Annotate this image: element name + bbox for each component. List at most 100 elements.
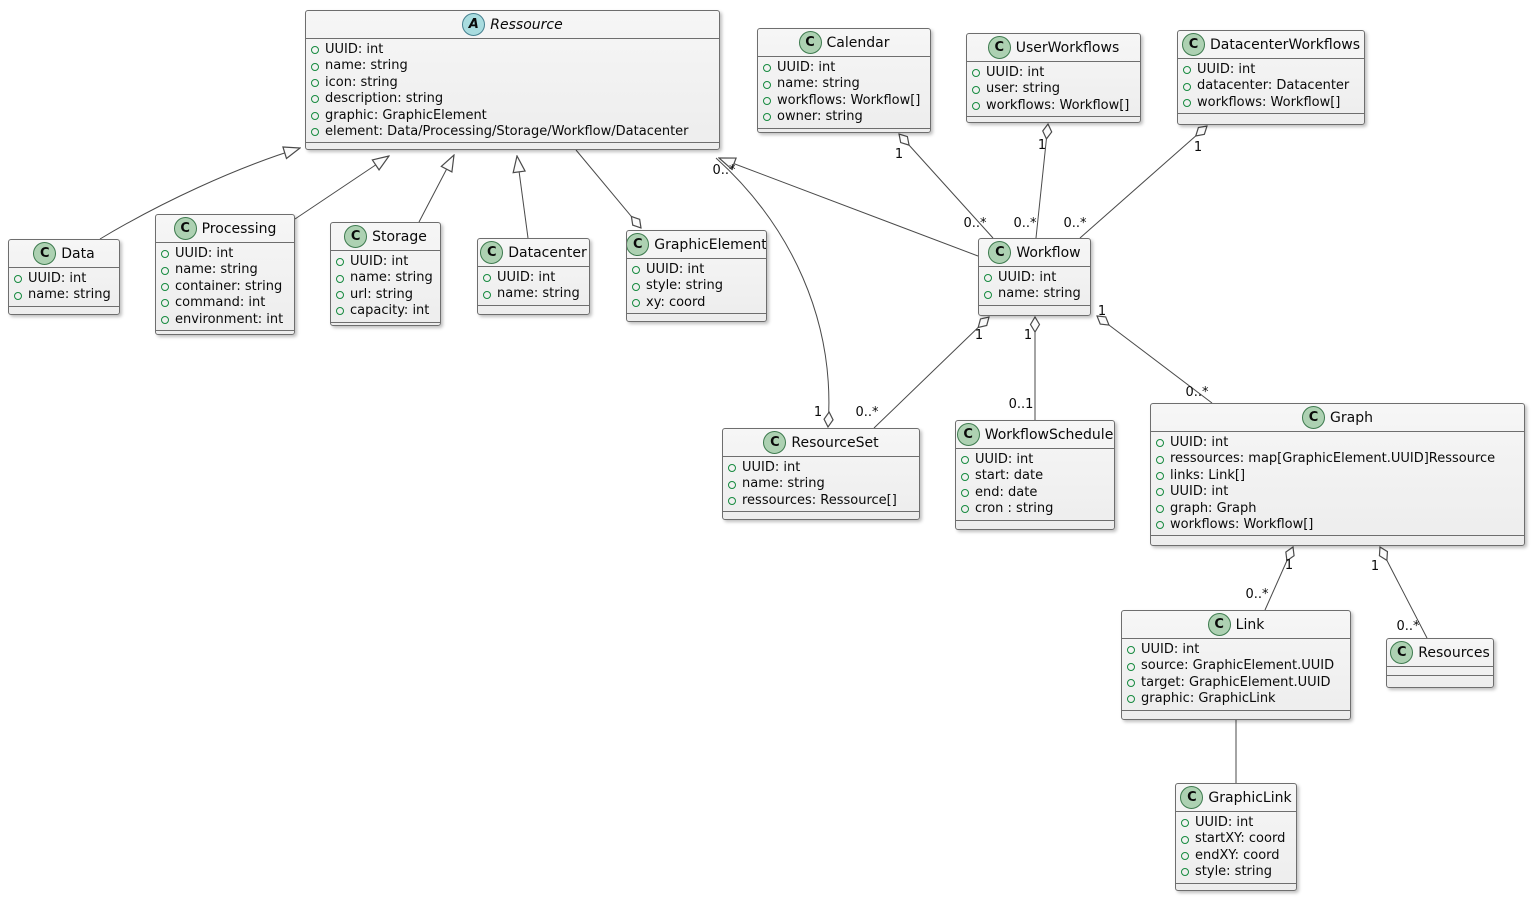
attribute-row: graph: Graph xyxy=(1156,501,1518,517)
attribute-row: UUID: int xyxy=(336,254,434,270)
attribute-text: environment: int xyxy=(175,311,284,327)
multiplicity-label: 0..* xyxy=(963,216,987,231)
edge-storage-inherits-ressource xyxy=(418,155,454,223)
attribute-row: UUID: int xyxy=(984,270,1084,286)
attribute-text: element: Data/Processing/Storage/Workflo… xyxy=(325,124,689,140)
attribute-row: UUID: int xyxy=(311,42,713,58)
methods-section xyxy=(1387,675,1493,687)
attribute-text: style: string xyxy=(1195,864,1273,880)
field-visibility-icon xyxy=(984,274,992,283)
attribute-row: end: date xyxy=(961,485,1108,501)
class-title: C WorkflowSchedule xyxy=(956,421,1114,449)
attribute-text: workflows: Workflow[] xyxy=(1197,94,1341,110)
abstract-class-icon: A xyxy=(462,13,486,36)
edge-datacenter-inherits-ressource xyxy=(517,156,529,239)
attribute-text: name: string xyxy=(28,287,111,303)
attribute-row: graphic: GraphicElement xyxy=(311,108,713,124)
class-name: Link xyxy=(1235,616,1265,633)
field-visibility-icon xyxy=(161,283,169,292)
field-visibility-icon xyxy=(161,250,169,259)
multiplicity-label: 1 xyxy=(895,147,903,162)
multiplicity-label: 0..* xyxy=(1245,587,1269,602)
attribute-text: startXY: coord xyxy=(1195,831,1286,847)
attribute-row: source: GraphicElement.UUID xyxy=(1127,658,1344,674)
attribute-row: element: Data/Processing/Storage/Workflo… xyxy=(311,124,713,140)
field-visibility-icon xyxy=(984,290,992,299)
methods-section xyxy=(1176,882,1296,890)
field-visibility-icon xyxy=(961,472,969,481)
multiplicity-label: 0..* xyxy=(1185,385,1209,400)
class-icon: C xyxy=(798,31,822,54)
class-title: C Graph xyxy=(1151,404,1524,432)
multiplicity-label: 1 xyxy=(814,405,822,420)
attribute-text: icon: string xyxy=(325,74,398,90)
field-visibility-icon xyxy=(1181,819,1189,828)
class-title: C Datacenter xyxy=(478,239,589,267)
field-visibility-icon xyxy=(728,464,736,473)
attribute-row: UUID: int xyxy=(483,270,583,286)
methods-section xyxy=(156,330,294,336)
attribute-row: UUID: int xyxy=(1183,62,1358,78)
attribute-row: capacity: int xyxy=(336,303,434,319)
attribute-row: style: string xyxy=(632,278,760,294)
field-visibility-icon xyxy=(763,113,771,122)
class-name: Data xyxy=(61,245,95,262)
class-title: C Workflow xyxy=(979,239,1090,267)
class-icon: C xyxy=(173,217,197,240)
attribute-text: user: string xyxy=(986,81,1060,97)
edge-workflow-aggregates-resourceset xyxy=(873,317,989,429)
edge-calendar-aggregates-workflow xyxy=(899,134,994,239)
class-title: C Link xyxy=(1122,611,1350,639)
attribute-text: name: string xyxy=(742,476,825,492)
field-visibility-icon xyxy=(311,95,319,104)
attribute-text: UUID: int xyxy=(350,254,409,269)
field-visibility-icon xyxy=(632,266,640,275)
attribute-row: UUID: int xyxy=(728,460,913,476)
class-resources: C Resources xyxy=(1386,638,1494,688)
attribute-row: UUID: int xyxy=(1156,484,1518,500)
attribute-text: container: string xyxy=(175,278,283,294)
attribute-row: name: string xyxy=(336,270,434,286)
field-visibility-icon xyxy=(961,456,969,465)
attribute-row: UUID: int xyxy=(14,271,113,287)
field-visibility-icon xyxy=(1156,439,1164,448)
attribute-row: UUID: int xyxy=(632,262,760,278)
field-visibility-icon xyxy=(961,489,969,498)
attribute-text: name: string xyxy=(998,286,1081,302)
attribute-text: graph: Graph xyxy=(1170,500,1257,516)
edge-processing-inherits-ressource xyxy=(294,156,389,220)
attribute-row: UUID: int xyxy=(763,60,924,76)
field-visibility-icon xyxy=(1183,99,1191,108)
multiplicity-label: 0..* xyxy=(1013,216,1037,231)
edge-graphicelement-aggregates-ressource xyxy=(575,149,641,228)
attribute-text: UUID: int xyxy=(497,270,556,285)
attribute-row: name: string xyxy=(984,286,1084,302)
attribute-row: name: string xyxy=(728,476,913,492)
class-name: GraphicElement xyxy=(654,236,766,253)
attribute-row: name: string xyxy=(14,287,113,303)
attribute-text: owner: string xyxy=(777,109,863,125)
class-title: C ResourceSet xyxy=(723,429,919,457)
field-visibility-icon xyxy=(728,497,736,506)
class-icon: C xyxy=(987,36,1011,59)
attribute-text: UUID: int xyxy=(646,262,705,277)
attribute-row: icon: string xyxy=(311,75,713,91)
field-visibility-icon xyxy=(763,97,771,106)
field-visibility-icon xyxy=(311,62,319,71)
attribute-row: name: string xyxy=(483,286,583,302)
field-visibility-icon xyxy=(14,291,22,300)
class-icon: C xyxy=(763,431,787,454)
multiplicity-label: 0..* xyxy=(855,405,879,420)
field-visibility-icon xyxy=(483,290,491,299)
